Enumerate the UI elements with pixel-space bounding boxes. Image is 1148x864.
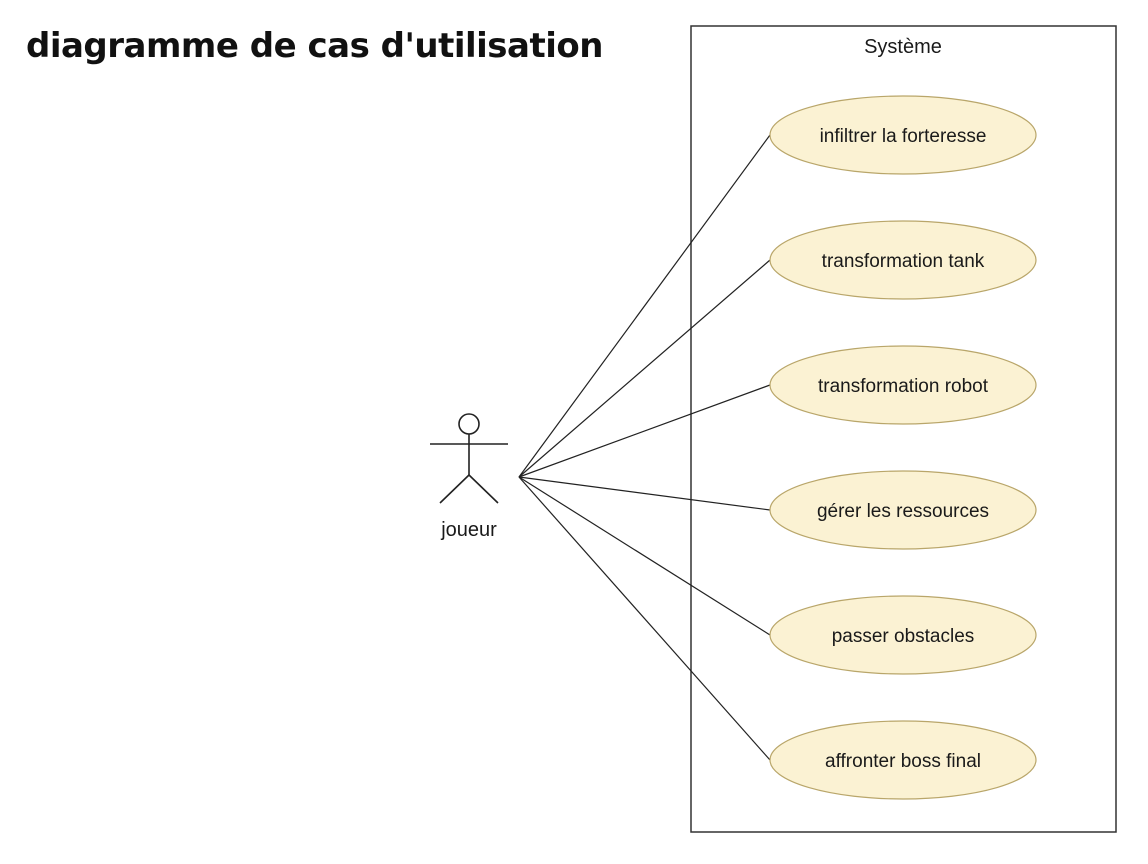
associations	[518, 134, 771, 761]
use-case-ellipse	[769, 470, 1037, 550]
system-boundary: Système	[690, 25, 1117, 833]
use-case: affronter boss final	[769, 720, 1037, 800]
use-case: transformation tank	[769, 220, 1037, 300]
association-line	[518, 384, 771, 478]
use-case-ellipse	[769, 595, 1037, 675]
use-case-label: passer obstacles	[832, 626, 975, 647]
association-line	[518, 476, 771, 761]
actor-label: joueur	[440, 519, 497, 541]
association-line	[518, 134, 771, 478]
system-box	[690, 25, 1117, 833]
use-case: transformation robot	[769, 345, 1037, 425]
association-line	[518, 259, 771, 478]
use-case-label: affronter boss final	[825, 751, 981, 772]
use-case-ellipse	[769, 95, 1037, 175]
system-label: Système	[864, 36, 942, 58]
diagram-title: diagramme de cas d'utilisation	[26, 26, 603, 66]
use-case-ellipse	[769, 345, 1037, 425]
use-case: infiltrer la forteresse	[769, 95, 1037, 175]
use-case-label: transformation tank	[822, 251, 985, 272]
use-case: gérer les ressources	[769, 470, 1037, 550]
use-case-label: gérer les ressources	[817, 501, 989, 522]
stick-figure-icon	[430, 413, 508, 504]
association-line	[518, 476, 771, 636]
use-case: passer obstacles	[769, 595, 1037, 675]
actor-joueur: joueur	[430, 413, 508, 541]
use-case-label: infiltrer la forteresse	[820, 126, 987, 147]
use-cases: infiltrer la forteresse transformation ta…	[769, 95, 1037, 800]
use-case-label: transformation robot	[818, 376, 989, 397]
use-case-ellipse	[769, 220, 1037, 300]
use-case-ellipse	[769, 720, 1037, 800]
association-line	[518, 476, 771, 511]
